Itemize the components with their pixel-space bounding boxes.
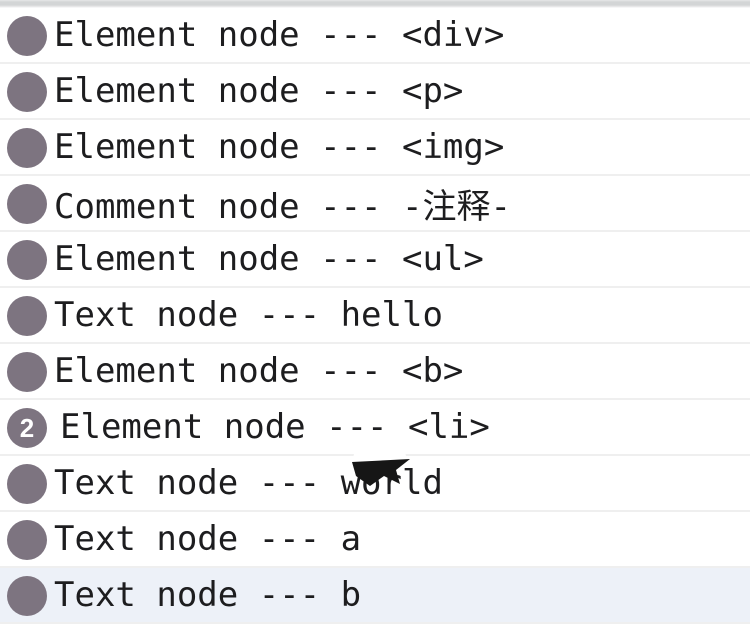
repeat-count-badge (7, 520, 47, 560)
console-message-text: Element node --- <li> (60, 407, 490, 447)
console-row[interactable]: 2 Element node --- <li> (0, 400, 750, 456)
repeat-count-badge (7, 128, 47, 168)
repeat-count-badge (7, 464, 47, 504)
console-row[interactable]: Element node --- <img> (0, 120, 750, 176)
console-message-text: Element node --- <div> (54, 15, 505, 55)
console-row[interactable]: Text node --- world (0, 456, 750, 512)
console-message-text: Element node --- <b> (54, 351, 464, 391)
repeat-count-badge (7, 72, 47, 112)
panel-top-divider (0, 0, 750, 8)
console-message-text: Text node --- a (54, 519, 362, 559)
console-log-list: Element node --- <div> Element node --- … (0, 8, 750, 624)
repeat-count-badge: 2 (7, 408, 47, 448)
console-row[interactable]: Element node --- <p> (0, 64, 750, 120)
console-message-text: Element node --- <p> (54, 71, 464, 111)
console-row[interactable]: Text node --- b (0, 568, 750, 624)
console-row[interactable]: Text node --- a (0, 512, 750, 568)
console-message-text: Text node --- hello (54, 295, 443, 335)
repeat-count-badge (7, 16, 47, 56)
repeat-count-badge (7, 296, 47, 336)
console-message-text: Comment node --- -注释- (54, 186, 511, 227)
console-row[interactable]: Element node --- <ul> (0, 232, 750, 288)
console-row[interactable]: Element node --- <div> (0, 8, 750, 64)
console-row[interactable]: Comment node --- -注释- (0, 176, 750, 232)
repeat-count-badge (7, 576, 47, 616)
console-message-text: Element node --- <ul> (54, 239, 484, 279)
console-message-text: Element node --- <img> (54, 127, 505, 167)
repeat-count-badge (7, 240, 47, 280)
console-row[interactable]: Text node --- hello (0, 288, 750, 344)
console-message-text: Text node --- world (54, 463, 443, 503)
console-row[interactable]: Element node --- <b> (0, 344, 750, 400)
repeat-count-badge (7, 352, 47, 392)
repeat-count-badge (7, 184, 47, 224)
console-message-text: Text node --- b (54, 575, 362, 615)
